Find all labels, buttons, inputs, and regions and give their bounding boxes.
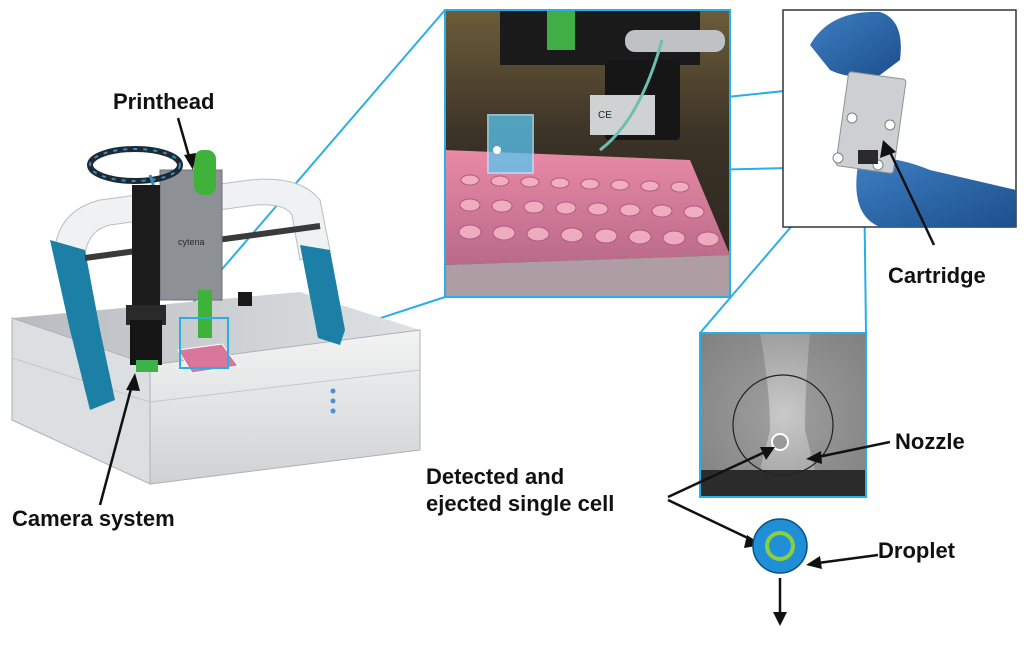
cartridge-photo-inset: [782, 9, 1017, 228]
nozzle-micrograph-inset: [699, 332, 867, 498]
device-zoom-box: [179, 317, 229, 369]
well-plate-small: [177, 343, 239, 374]
callout-line-device-top: [179, 9, 446, 319]
detected-cell-label: Detected and ejected single cell: [426, 463, 614, 517]
droplet-cell-ring: [765, 531, 795, 561]
cartridge-glow-block: [487, 114, 534, 174]
droplet-diagram: [752, 518, 808, 574]
status-led: [330, 388, 336, 394]
nozzle-detection-circle: [732, 374, 834, 476]
detected-cell-marker: [771, 433, 789, 451]
glove-bottom: [856, 158, 1016, 227]
status-led: [330, 398, 336, 404]
nozzle-label: Nozzle: [895, 429, 965, 454]
cartridge-label: Cartridge: [888, 263, 986, 288]
camera-column: [132, 185, 160, 310]
camera-system-label: Camera system: [12, 506, 175, 531]
pointer-arrows: [98, 117, 891, 626]
detected-cell-label-line2: ejected single cell: [426, 491, 615, 516]
printhead-label: Printhead: [113, 89, 215, 114]
device-brand-text: cytena: [178, 237, 205, 247]
printhead-photo-inset: CE: [444, 9, 731, 298]
glove-top: [810, 11, 901, 77]
cartridge-pointer-arrow: [880, 140, 936, 246]
gantry-side-frame-left: [50, 240, 115, 410]
detected-cell-label-line1: Detected and: [426, 464, 565, 489]
printhead-green-cylinder: [194, 150, 216, 195]
droplet-label: Droplet: [878, 538, 955, 563]
bioprinter-device: cytena: [11, 146, 421, 485]
well-plate: [445, 150, 730, 265]
svg-text:CE: CE: [598, 110, 612, 121]
status-led: [330, 408, 336, 414]
camera-lens: [130, 320, 162, 365]
gantry-side-frame-right: [300, 245, 345, 345]
